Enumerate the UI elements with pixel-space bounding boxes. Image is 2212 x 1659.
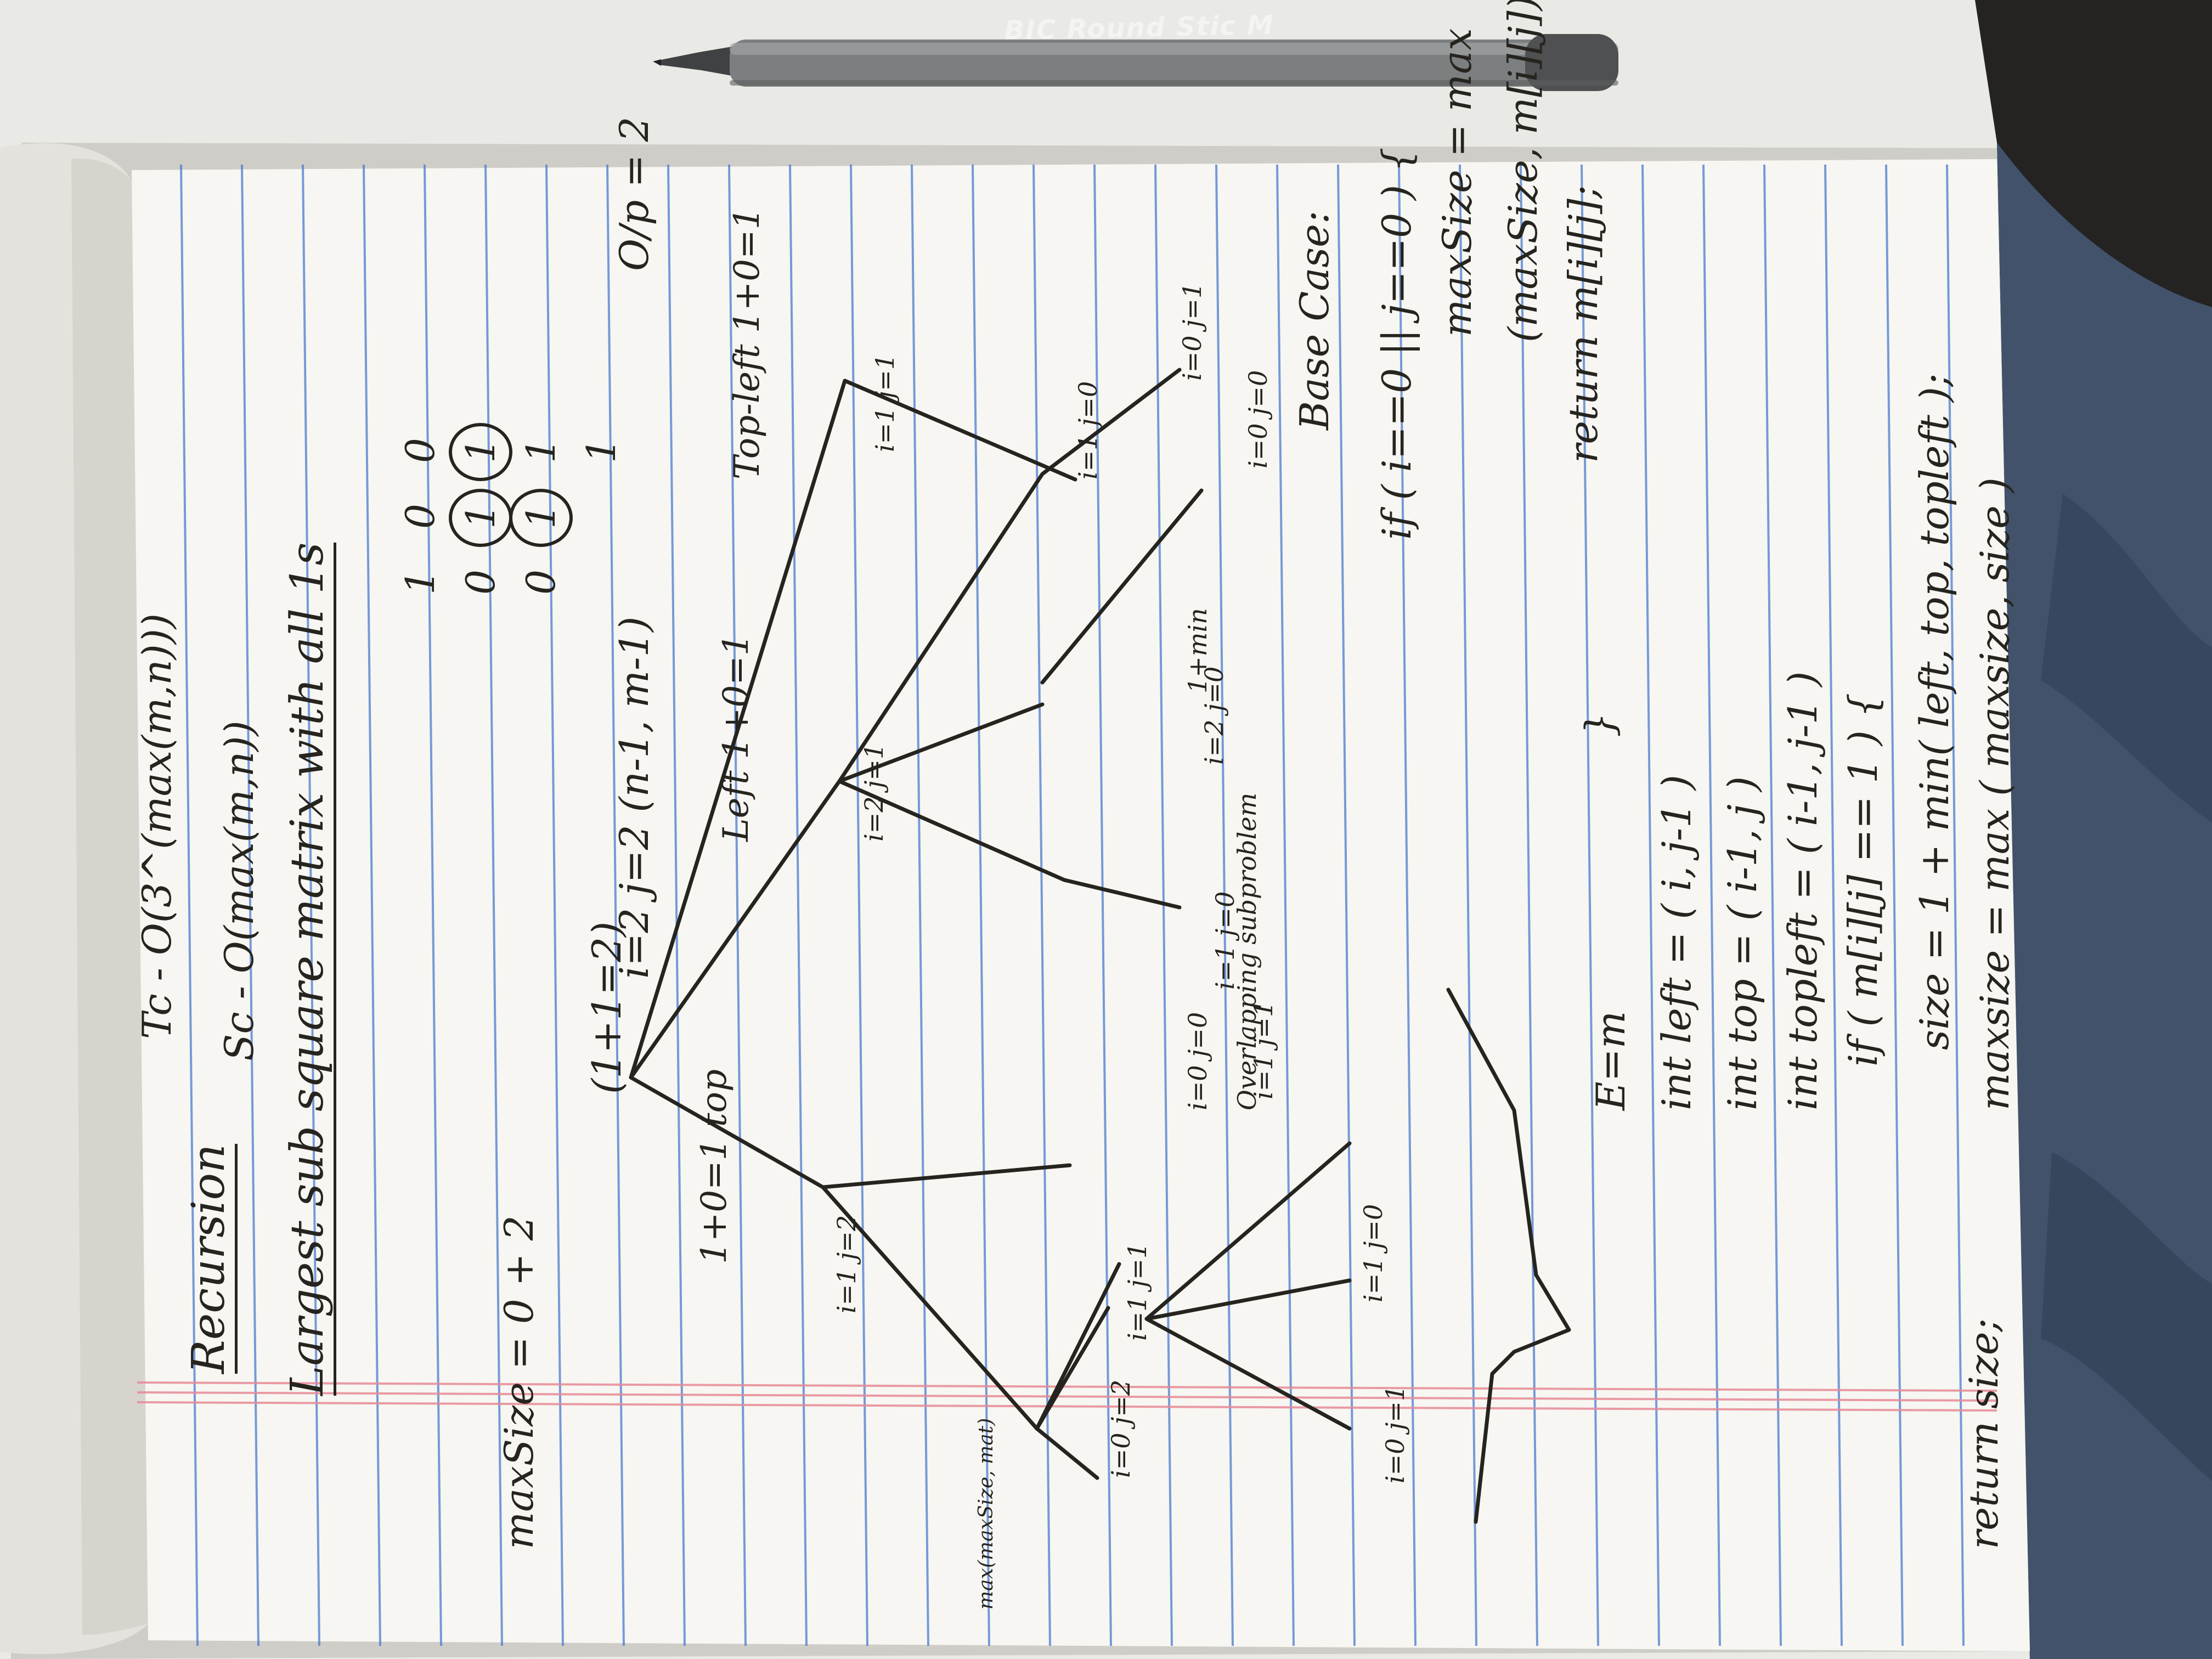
ruled-line	[1337, 164, 1356, 1646]
tree-edge	[821, 1185, 1039, 1431]
ruled-line	[667, 164, 686, 1646]
recursion-tree-drawing	[629, 368, 1571, 1524]
notebook-page	[132, 159, 2030, 1651]
tree-edge	[629, 1075, 825, 1189]
ruled-line	[1093, 164, 1112, 1646]
ruled-line	[1215, 164, 1234, 1646]
pen-branding: BIC Round Stic M	[1004, 9, 1275, 46]
ruled-line	[484, 164, 503, 1646]
circle-mark	[449, 423, 512, 481]
ruled-line	[424, 164, 442, 1646]
ruled-line	[789, 164, 808, 1646]
ruled-line	[728, 164, 747, 1646]
ruled-line	[850, 164, 868, 1646]
ruled-line	[545, 164, 564, 1646]
circle-mark	[509, 489, 573, 547]
ruled-line	[1032, 164, 1051, 1646]
tree-edge	[837, 702, 1045, 783]
ruled-line	[180, 164, 199, 1646]
tree-edge	[1062, 878, 1182, 910]
curly-brace	[1446, 988, 1571, 1524]
ruled-line	[972, 164, 990, 1646]
tree-edge	[843, 379, 1077, 482]
tree-edge	[1035, 1262, 1121, 1431]
tree-edge	[821, 1163, 1072, 1189]
tree-edge	[1040, 488, 1204, 685]
margin-lines	[137, 1381, 1997, 1412]
tree-edge	[837, 472, 1045, 783]
tree-edge	[629, 779, 842, 1080]
tree-edge	[837, 779, 1066, 882]
tree-edge	[1040, 368, 1182, 476]
ruled-line	[241, 164, 259, 1646]
bic-pen	[653, 34, 1618, 91]
tree-edge	[1144, 1317, 1352, 1431]
tree-edge	[1035, 1426, 1099, 1480]
ruled-line	[606, 164, 625, 1646]
tree-edge	[629, 379, 847, 1080]
tree-edge	[1144, 1141, 1352, 1321]
ruled-line	[363, 164, 381, 1646]
circled-ones	[449, 423, 573, 547]
ruled-line	[1946, 164, 1965, 1646]
tree-edge	[1144, 1278, 1352, 1321]
ruled-line	[1885, 164, 1904, 1646]
ruled-line	[302, 164, 320, 1646]
